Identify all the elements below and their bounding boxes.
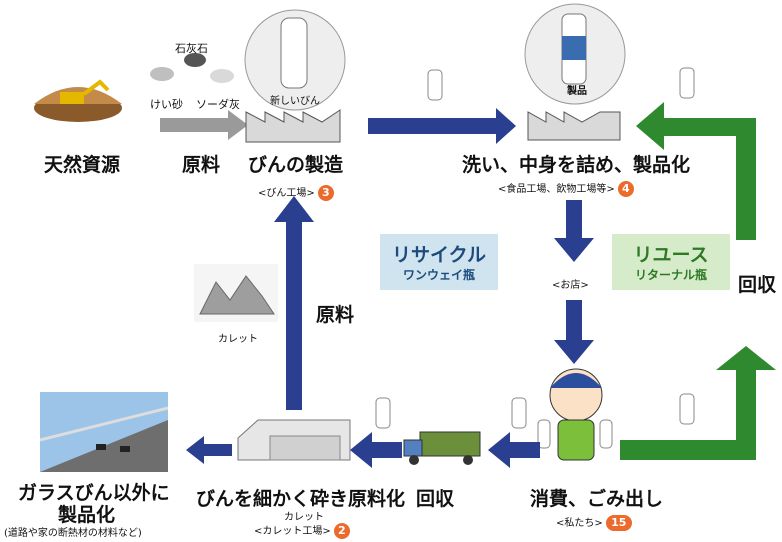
store-label: <お店> (552, 280, 589, 291)
cullet-to-other-arrow (186, 436, 232, 464)
other-products-line1: ガラスびん以外に (18, 482, 170, 504)
cullet-label: カレット (218, 334, 258, 345)
empty-bottle-icon (427, 69, 443, 101)
food-factory-icon (524, 3, 626, 141)
limestone-label: 石灰石 (175, 42, 208, 55)
cullet-factory-icon (237, 419, 351, 461)
truck-to-cullet-arrow (350, 432, 402, 468)
natural-resources-label: 天然資源 (44, 154, 121, 176)
raw-material-left-label: 原料 (316, 304, 355, 326)
raw-material-rocks-icon (150, 53, 234, 83)
cullet-to-bottle-arrow (274, 196, 314, 410)
recycle-title: リサイクル (391, 244, 487, 266)
cullet-pile-icon (194, 264, 278, 322)
cullet-sub-label: カレット (284, 512, 324, 523)
food-factory-label: <食品工場、飲物工場等>4 (498, 180, 634, 197)
other-products-line2: 製品化 (58, 504, 116, 526)
new-bottle-label: 新しいびん (270, 96, 320, 107)
bottle-factory-icon (244, 9, 346, 143)
bottle-making-label: びんの製造 (248, 154, 344, 176)
collection-bottom-label: 回収 (416, 488, 455, 510)
washing-filling-label: 洗い、中身を詰め、製品化 (462, 154, 691, 176)
reuse-collection-arrow (636, 102, 756, 240)
raw-material-arrow (160, 110, 248, 140)
other-products-note: (道路や家の断熱材の材料など) (4, 528, 142, 539)
collection-right-label: 回収 (738, 274, 777, 296)
consumer-to-truck-arrow (488, 432, 540, 468)
us-label: <私たち>15 (556, 514, 632, 531)
soda-ash-label: ソーダ灰 (196, 98, 240, 111)
bottle-to-filling-arrow (368, 108, 516, 144)
crush-label: びんを細かく砕き原料化 (196, 488, 406, 510)
cullet-factory-label: <カレット工場>2 (254, 522, 350, 539)
consumer-figure-icon (537, 368, 613, 461)
step-badge-2: 2 (333, 523, 350, 539)
silica-sand-label: けい砂 (150, 98, 183, 111)
recycle-sub: ワンウェイ瓶 (402, 268, 475, 282)
consumption-label: 消費、ごみ出し (530, 488, 664, 510)
excavator-scene-icon (34, 79, 122, 122)
reuse-return-arrow (620, 346, 776, 460)
filling-to-store-arrow (554, 200, 594, 262)
reuse-box: リユース リターナル瓶 (612, 234, 730, 290)
reuse-title: リユース (633, 244, 709, 266)
collection-truck-icon (403, 431, 481, 465)
recycle-box: リサイクル ワンウェイ瓶 (380, 234, 498, 290)
raw-material-top-label: 原料 (182, 154, 221, 176)
step-badge-1-5: 15 (605, 515, 632, 531)
store-to-consumer-arrow (554, 300, 594, 364)
reuse-sub: リターナル瓶 (634, 268, 707, 282)
product-label: 製品 (567, 86, 587, 97)
road-photo-icon (39, 392, 169, 472)
step-badge-3: 3 (317, 185, 334, 201)
step-badge-4: 4 (617, 181, 634, 197)
bottle-factory-label: <びん工場>3 (258, 184, 334, 201)
